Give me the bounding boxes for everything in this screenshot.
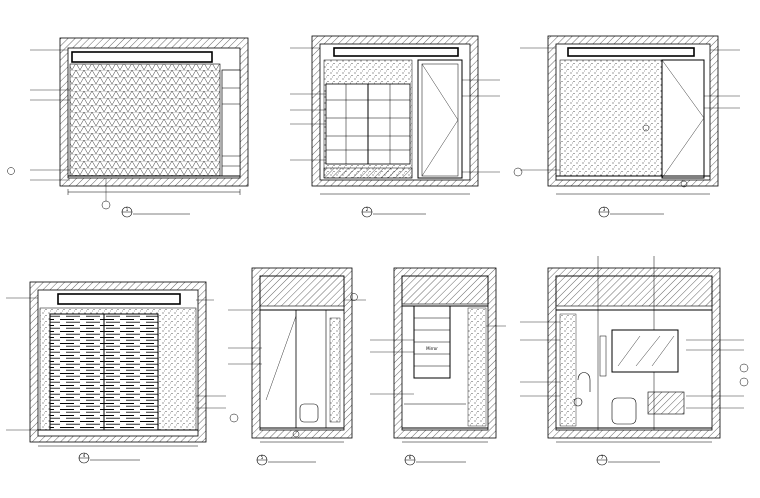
elevation-e1: 1 (7, 37, 249, 218)
elevation-number: 1 (126, 207, 129, 212)
elevation-e7: 7 (520, 256, 749, 466)
elevation-tag-e7: 7 (596, 454, 660, 466)
elevation-e2: 2 (290, 35, 523, 218)
elevation-e3: 3 (520, 35, 740, 218)
elevation-tag-e1: 1 (121, 206, 190, 218)
elevation-e6: Mirror 6 (370, 267, 506, 466)
elevation-number: 3 (603, 207, 606, 212)
elevation-number: 5 (261, 455, 264, 460)
elevation-tag-e3: 3 (598, 206, 664, 218)
elevation-number: 2 (366, 207, 369, 212)
elevation-e4: 4 (6, 281, 239, 464)
elevation-tag-e5: 5 (256, 454, 316, 466)
elevation-e5: 5 (228, 267, 366, 466)
elevation-tag-e2: 2 (361, 206, 426, 218)
elevation-number: 7 (601, 455, 604, 460)
elevation-tag-e6: 6 (404, 454, 466, 466)
mirror-label: Mirror (426, 346, 438, 351)
elevation-tag-e4: 4 (78, 452, 140, 464)
elevation-number: 6 (409, 455, 412, 460)
elevation-number: 4 (83, 453, 86, 458)
